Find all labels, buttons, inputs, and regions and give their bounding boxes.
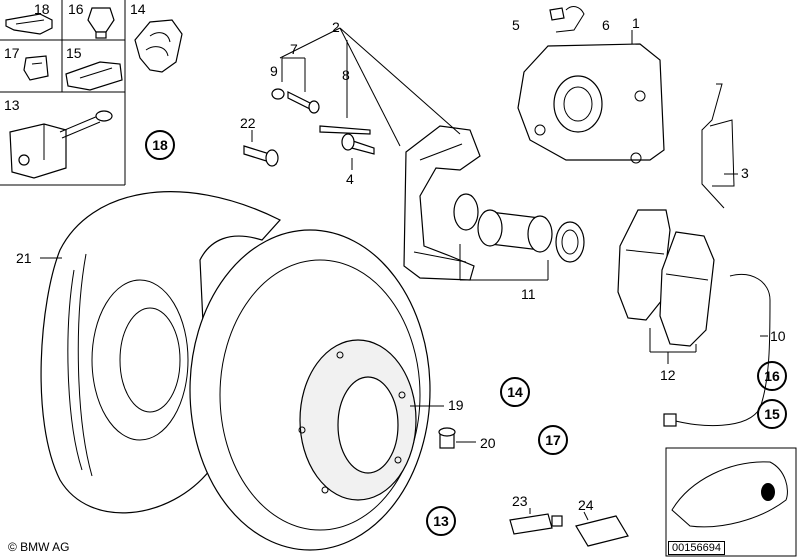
spring-clip-6 xyxy=(555,6,585,33)
inset-panel xyxy=(0,0,126,186)
sachet-24 xyxy=(575,515,629,547)
connector-part-16 xyxy=(87,7,115,39)
label-16: 16 xyxy=(68,1,84,17)
clip-part-18 xyxy=(5,13,53,35)
brake-pads-12 xyxy=(617,209,715,347)
label-8: 8 xyxy=(342,67,350,83)
grease-tube-23 xyxy=(509,513,563,535)
label-7: 7 xyxy=(290,41,298,57)
circled-label-14: 14 xyxy=(500,377,530,407)
bolt-part-22 xyxy=(243,145,279,167)
screw-part-20 xyxy=(438,427,456,449)
label-18: 18 xyxy=(34,1,50,17)
circled-label-18: 18 xyxy=(145,130,175,160)
caliper-carrier xyxy=(403,125,481,281)
label-15: 15 xyxy=(66,45,82,61)
piston-set-11 xyxy=(453,193,585,263)
guide-pins xyxy=(271,88,375,155)
clip-part-17 xyxy=(23,55,49,81)
label-22: 22 xyxy=(240,115,256,131)
circled-label-15: 15 xyxy=(757,399,787,429)
caliper-part-1 xyxy=(517,43,665,164)
circled-label-16: 16 xyxy=(757,361,787,391)
brake-disc-19 xyxy=(189,229,431,551)
backing-plate-21 xyxy=(40,191,281,514)
label-13: 13 xyxy=(4,97,20,113)
label-14: 14 xyxy=(130,1,146,17)
label-20: 20 xyxy=(480,435,496,451)
label-19: 19 xyxy=(448,397,464,413)
label-5: 5 xyxy=(512,17,520,33)
label-1: 1 xyxy=(632,15,640,31)
label-24: 24 xyxy=(578,497,594,513)
label-11: 11 xyxy=(521,286,536,302)
label-21: 21 xyxy=(16,250,32,266)
label-12: 12 xyxy=(660,367,676,383)
sensor-part-13 xyxy=(9,110,113,179)
copyright-text: © BMW AG xyxy=(8,540,70,554)
label-9: 9 xyxy=(270,63,278,79)
leader-lines xyxy=(40,27,768,521)
label-6: 6 xyxy=(602,17,610,33)
car-inset xyxy=(665,447,797,557)
drawing-id: 00156694 xyxy=(668,541,725,555)
holder-part-14 xyxy=(134,19,183,73)
label-3: 3 xyxy=(741,165,749,181)
label-17: 17 xyxy=(4,45,20,61)
bleed-screw-5 xyxy=(549,7,565,21)
label-4: 4 xyxy=(346,171,354,187)
label-10: 10 xyxy=(770,328,786,344)
spring-part-3 xyxy=(701,83,735,209)
circled-label-13: 13 xyxy=(426,506,456,536)
label-23: 23 xyxy=(512,493,528,509)
circled-label-17: 17 xyxy=(538,425,568,455)
label-2: 2 xyxy=(332,19,340,35)
bracket-part-15 xyxy=(65,61,123,91)
